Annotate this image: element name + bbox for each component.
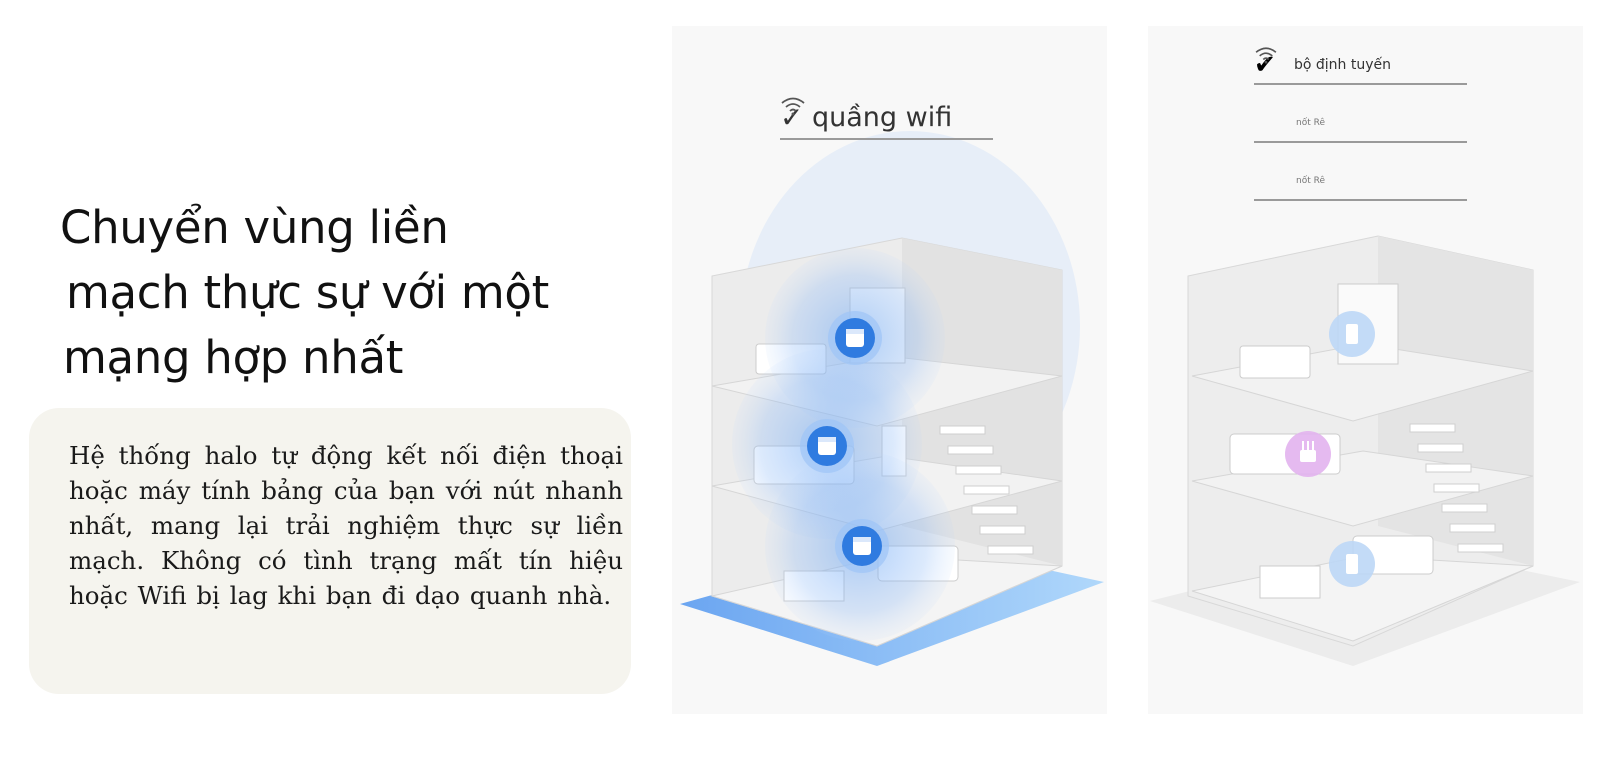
network-row-node-2: nốt Rê <box>1254 162 1467 201</box>
wifi-icon <box>1255 47 1277 64</box>
wifi-icon <box>781 97 805 116</box>
network-name: bộ định tuyến <box>1294 56 1392 73</box>
checkmark-icon: ✓ <box>780 100 804 134</box>
headline: Chuyển vùng liền mạch thực sự với một mạ… <box>60 195 620 390</box>
router-house-illustration <box>1150 235 1580 666</box>
checkmark-icon: ✔ <box>1254 49 1276 80</box>
description-text: Hệ thống halo tự động kết nối điện thoại… <box>69 441 623 610</box>
mesh-node-top <box>828 311 882 365</box>
network-name: nốt Rê <box>1296 117 1325 128</box>
headline-line-1: Chuyển vùng liền <box>60 201 449 254</box>
headline-line-2: mạch thực sự với một <box>66 266 549 319</box>
client-device-top <box>1329 311 1375 357</box>
mesh-node-bottom <box>835 519 889 573</box>
mesh-house-illustration <box>680 131 1104 666</box>
network-row-halo: ✓ quầng wifi <box>780 96 993 140</box>
description-card: Hệ thống halo tự động kết nối điện thoại… <box>29 408 631 694</box>
network-row-node-1: nốt Rê <box>1254 104 1467 143</box>
client-device-bottom <box>1329 541 1375 587</box>
headline-line-3: mạng hợp nhất <box>63 331 404 384</box>
mesh-illustration-panel: ✓ quầng wifi <box>672 26 1107 714</box>
mesh-node-middle <box>800 419 854 473</box>
network-name: quầng wifi <box>812 101 953 133</box>
network-row-router: ✔ bộ định tuyến <box>1254 46 1467 85</box>
main-router <box>1285 431 1331 477</box>
network-name: nốt Rê <box>1296 175 1325 186</box>
router-illustration-panel: ✔ bộ định tuyến nốt Rê nốt Rê <box>1148 26 1583 714</box>
